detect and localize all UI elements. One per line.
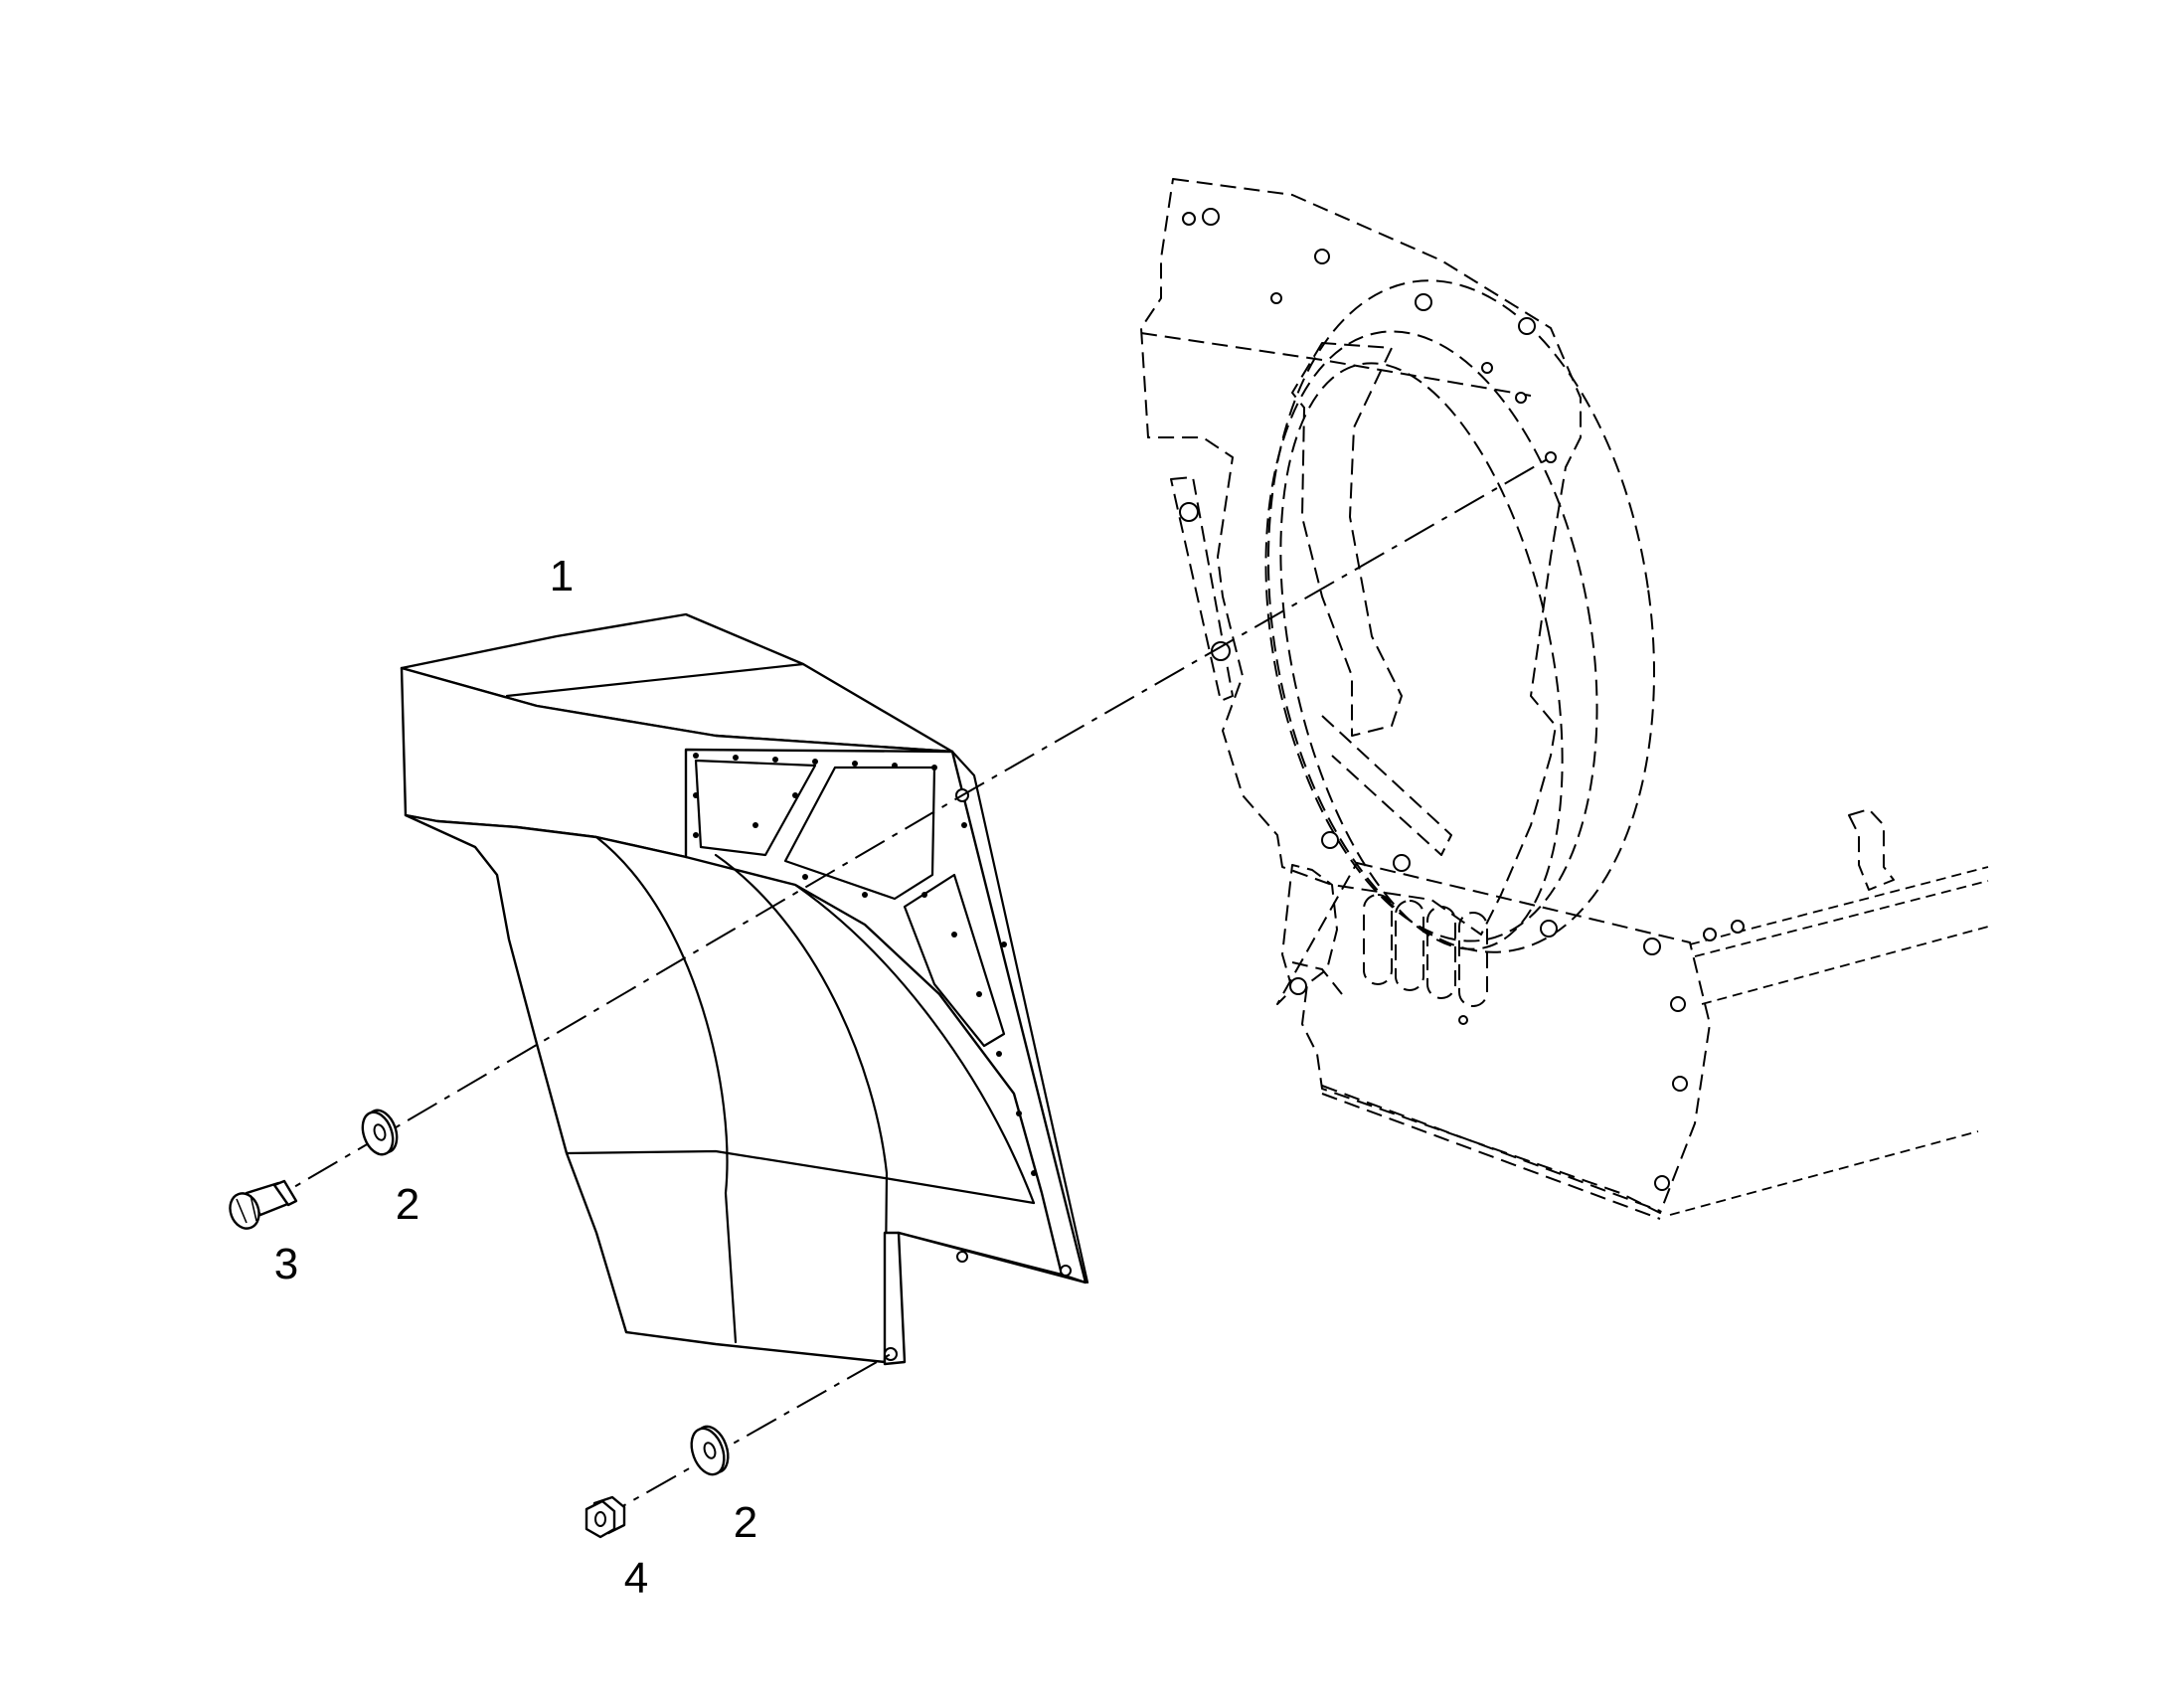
lower-tab (883, 1231, 907, 1366)
vent-slot-3 (1426, 906, 1456, 999)
washer-icon (361, 1109, 399, 1156)
callout-part-2-upper: 2 (395, 1180, 420, 1229)
callout-part-1: 1 (549, 552, 575, 600)
rail-hook (1848, 808, 1895, 891)
rail-bottom (1669, 1130, 1979, 1216)
deflector-lower-lip (1321, 715, 1452, 856)
deflector-side-panel (684, 748, 1087, 1284)
leader-line-upper (257, 456, 1552, 1209)
mount-hole-tab (884, 1347, 898, 1361)
callout-part-3: 3 (273, 1240, 299, 1288)
shroud-back-ring (1266, 279, 1656, 953)
body-curve-1 (594, 835, 738, 1344)
window-1 (694, 759, 817, 857)
lid-seam (505, 662, 805, 698)
housing-bottom-edge (1321, 1085, 1661, 1212)
vent-slot-1 (1363, 894, 1393, 985)
window-3 (903, 873, 1006, 1048)
mount-hole-lower-flange (956, 1251, 968, 1263)
leader-line-lower (595, 1353, 892, 1522)
rail-top-2 (1694, 880, 1989, 957)
side-flange (950, 750, 1089, 1284)
body-curve-3 (793, 883, 1036, 1205)
rivet-row (693, 753, 1037, 1176)
rail-mid (1701, 926, 1989, 1005)
shroud-opening-inner (1279, 362, 1564, 950)
housing-left-tab (1291, 961, 1343, 995)
lower-housing-panel (1276, 862, 1711, 1214)
housing-bottom-edge-2 (1321, 1093, 1661, 1220)
plate-fold-line (1140, 332, 1532, 397)
window-2 (783, 766, 936, 901)
frame-holes (1179, 208, 1745, 1191)
washer-lower-icon (690, 1425, 730, 1476)
inner-deflector (1291, 342, 1403, 737)
vent-slot-4 (1458, 912, 1488, 1007)
bolt-icon (229, 1179, 298, 1230)
callout-part-4: 4 (623, 1554, 649, 1603)
nut-icon (585, 1495, 626, 1539)
callout-part-2-lower: 2 (733, 1498, 758, 1547)
phantom-frame-assembly (1140, 178, 1989, 1220)
left-vertical-bracket (1170, 476, 1234, 702)
upper-plate-outline (1140, 178, 1582, 936)
part-1-deflector (400, 612, 1089, 1366)
vent-slot-2 (1395, 900, 1424, 991)
body-curve-2 (714, 853, 889, 1364)
shroud-opening-outer (1264, 330, 1598, 942)
lower-flange (897, 1231, 1064, 1277)
mount-hole-flange-end (1060, 1265, 1072, 1277)
body-cross-seam (565, 1149, 1036, 1205)
